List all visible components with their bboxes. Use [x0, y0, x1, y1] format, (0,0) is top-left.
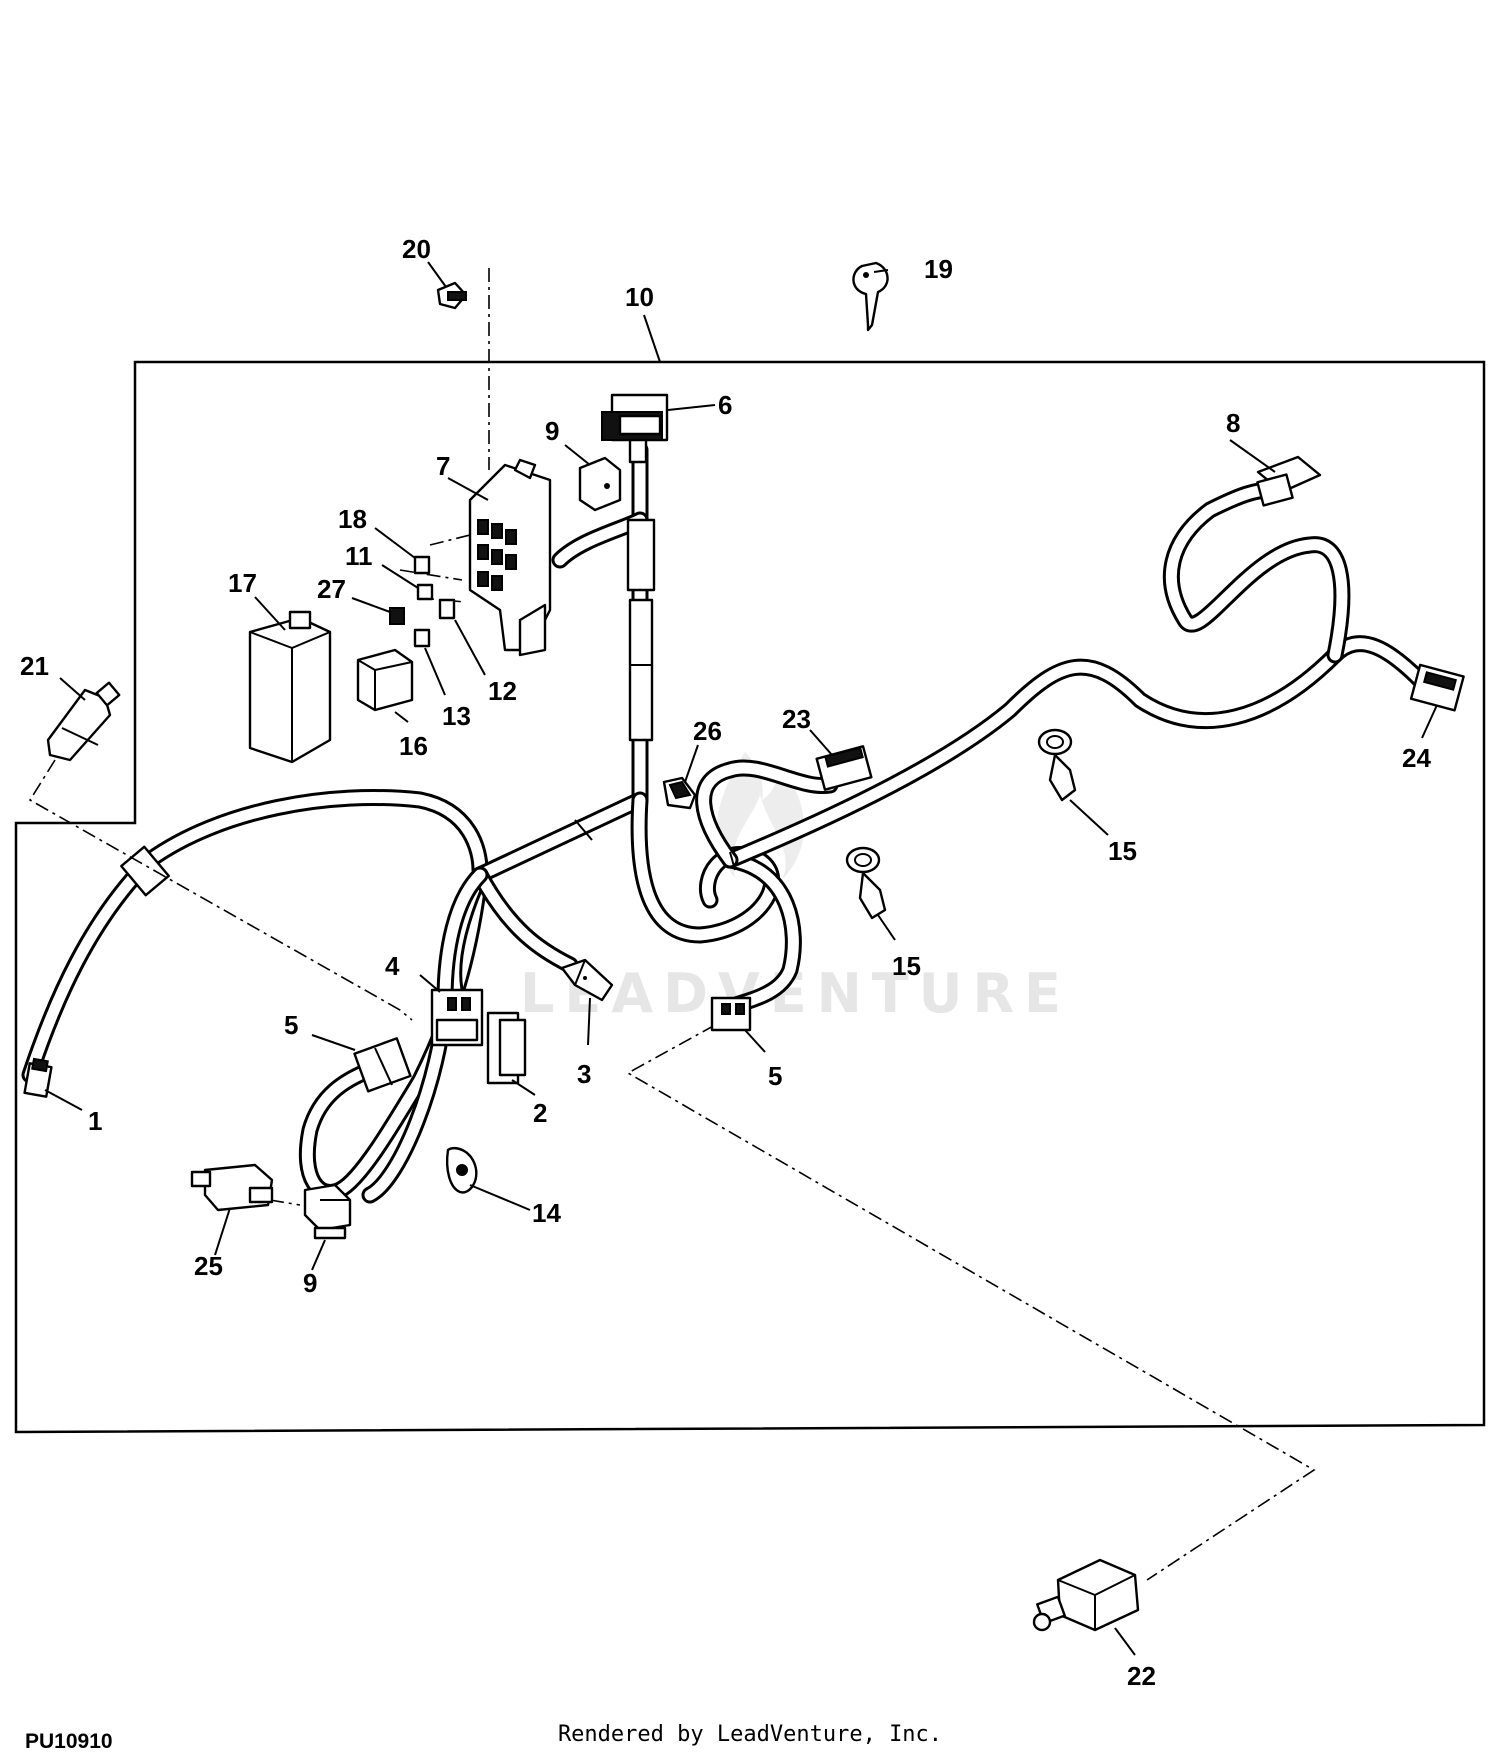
callout-13: 13 [442, 701, 471, 731]
callout-8: 8 [1226, 408, 1240, 438]
callout-24: 24 [1402, 743, 1431, 773]
relay-16 [356, 648, 414, 712]
connector-5-right [710, 996, 752, 1032]
connector-2 [486, 1011, 527, 1085]
callout-21: 21 [20, 651, 49, 681]
module-17 [248, 610, 332, 764]
callout-23: 23 [782, 704, 811, 734]
fuse-11 [416, 583, 434, 601]
connector-24 [1409, 663, 1465, 712]
callout-6: 6 [718, 390, 732, 420]
callout-4: 4 [385, 951, 400, 981]
connector-9-lower [303, 1183, 352, 1240]
callout-15-lower: 15 [892, 951, 921, 981]
callout-7: 7 [436, 451, 450, 481]
fuse-block-7 [468, 458, 552, 657]
clip-26 [662, 776, 697, 810]
switch-25 [190, 1163, 274, 1212]
connector-5-left [353, 1037, 412, 1093]
callout-18: 18 [338, 504, 367, 534]
connector-4 [430, 988, 484, 1047]
callout-10: 10 [625, 282, 654, 312]
callout-15-upper: 15 [1108, 836, 1137, 866]
callout-3: 3 [577, 1059, 591, 1089]
drawing-id: PU10910 [25, 1730, 113, 1753]
connector-3 [560, 958, 614, 1002]
callout-leaders [44, 261, 1438, 1656]
fuse-12 [438, 598, 456, 620]
callout-labels: 1 2 3 4 5 5 6 7 8 9 9 10 11 12 13 14 15 … [20, 234, 1431, 1691]
callout-11: 11 [345, 541, 373, 571]
fuse-27 [389, 607, 405, 625]
switch-22 [1032, 1558, 1140, 1632]
connector-23 [815, 745, 873, 791]
connector-1 [23, 1057, 53, 1098]
callout-25: 25 [194, 1251, 223, 1281]
callout-19: 19 [924, 254, 953, 284]
callout-5-left: 5 [284, 1010, 298, 1040]
connector-8 [1256, 455, 1322, 507]
callout-26: 26 [693, 716, 722, 746]
callout-20: 20 [402, 234, 431, 264]
callout-12: 12 [488, 676, 517, 706]
assembly-frame [14, 360, 1486, 1434]
callout-9-lower: 9 [303, 1268, 317, 1298]
callout-17: 17 [228, 568, 257, 598]
callout-14: 14 [532, 1198, 561, 1228]
clamp-15-upper [1037, 728, 1077, 802]
connector-6 [601, 393, 669, 464]
callout-5-right: 5 [768, 1061, 782, 1091]
harness-sleeves [120, 518, 736, 897]
callout-9-upper: 9 [545, 416, 559, 446]
clamp-15-lower [845, 846, 887, 920]
relay-9-upper [578, 456, 622, 512]
switch-21 [46, 681, 121, 762]
fuse-slots [477, 519, 517, 591]
bolt-20 [436, 281, 468, 310]
fuse-18 [413, 555, 431, 575]
key-19-icon [852, 261, 889, 332]
callout-27: 27 [317, 574, 346, 604]
callout-1: 1 [88, 1106, 102, 1136]
fuse-13 [413, 628, 431, 648]
render-credit: Rendered by LeadVenture, Inc. [557, 1722, 943, 1747]
callout-22: 22 [1127, 1661, 1156, 1691]
callout-16: 16 [399, 731, 428, 761]
callout-2: 2 [533, 1098, 547, 1128]
